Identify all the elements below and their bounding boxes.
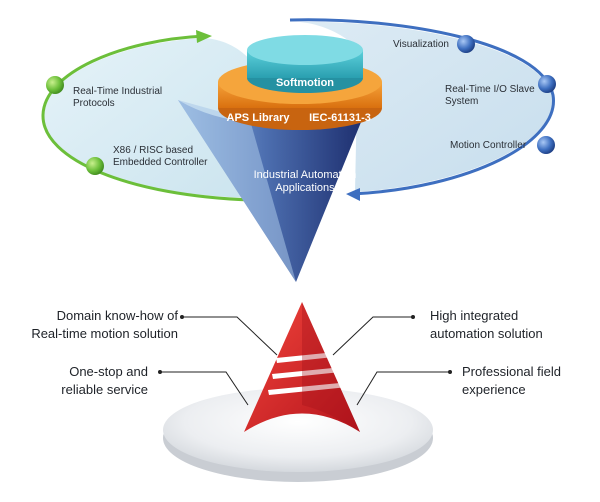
right-panel [300,21,553,192]
label-service-1: One-stop and [69,364,148,379]
label-experience-1: Professional field [462,364,561,379]
green-node-protocols [46,76,64,94]
label-protocols-1: Real-Time Industrial [73,86,162,97]
label-controller-1: X86 / RISC based [113,145,193,156]
label-domain-1: Domain know-how of [57,308,179,323]
label-service-2: reliable service [61,382,148,397]
blue-arrow-icon [346,188,360,201]
bottom-diagram: Domain know-how of Real-time motion solu… [31,302,561,482]
teal-disc-top [247,35,363,65]
cone-highlight [178,100,296,282]
label-integrated-2: automation solution [430,326,543,341]
cone-label-1: Industrial Automation [254,169,357,181]
green-arrow-icon [196,30,212,43]
top-diagram: Softmotion APS Library IEC-61131-3 Indus… [41,18,556,282]
blue-node-visualization [457,35,475,53]
disc-mid-label-2: IEC-61131-3 [309,112,371,124]
label-visualization: Visualization [393,39,449,50]
label-io-slave-2: System [445,96,478,107]
label-motion: Motion Controller [450,140,527,151]
blue-ring [289,18,555,196]
disc-mid-label-1: APS Library [227,112,291,124]
label-experience-2: experience [462,382,526,397]
disc-top-label: Softmotion [276,77,334,89]
label-controller-2: Embedded Controller [113,157,208,168]
logo-triangle-icon [244,302,360,432]
blue-node-motion [537,136,555,154]
label-io-slave-1: Real-Time I/O Slave [445,84,535,95]
green-ring [41,34,253,202]
label-protocols-2: Protocols [73,98,115,109]
cone-label-2: Applications [275,182,335,194]
label-domain-2: Real-time motion solution [31,326,178,341]
platform [163,388,433,472]
green-node-controller [86,157,104,175]
label-integrated-1: High integrated [430,308,518,323]
leader-lines [160,316,450,406]
leader-dots [158,315,452,374]
blue-node-io-slave [538,75,556,93]
